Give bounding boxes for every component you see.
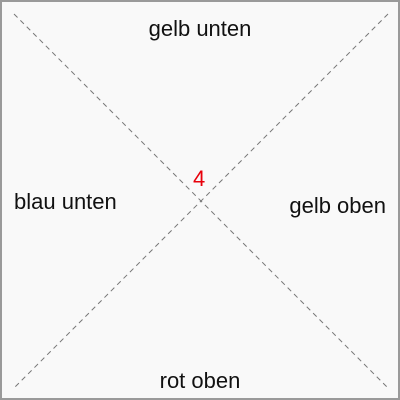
- right-zone-label: gelb oben: [289, 193, 386, 218]
- center-number: 4: [193, 166, 206, 191]
- left-zone-label: blau unten: [14, 189, 117, 214]
- top-zone-label: gelb unten: [148, 16, 252, 41]
- bottom-zone-label: rot oben: [159, 368, 241, 393]
- diagonal-line-top-right-to-bottom-left: [13, 13, 389, 389]
